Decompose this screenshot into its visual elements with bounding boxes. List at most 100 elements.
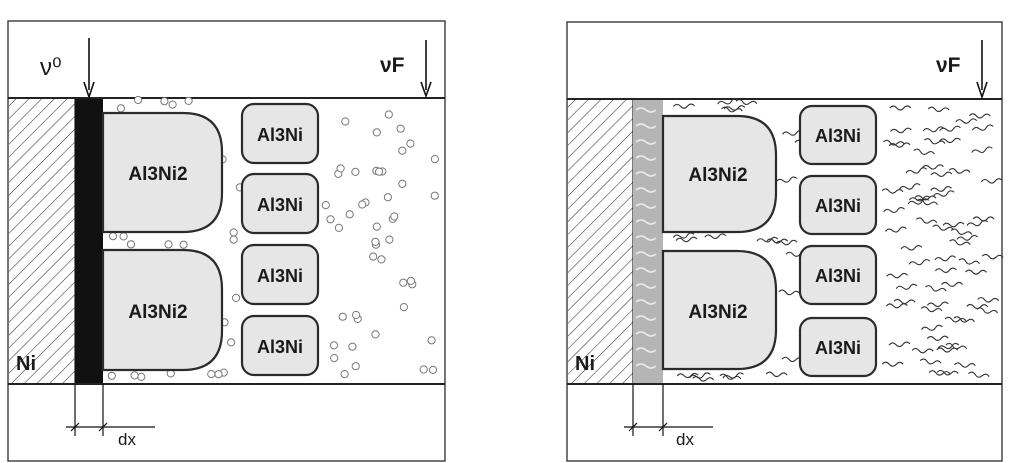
liquid-squiggle [936, 369, 959, 376]
panel-left-substrate-label: Ni [16, 353, 36, 375]
panel-right: Ni Al3Ni2 Al3Ni2 Al3Ni Al3Ni Al3Ni Al3Ni… [566, 21, 1004, 462]
panel-right-al3ni-4-label: Al3Ni [815, 338, 861, 358]
liquid-squiggle [922, 164, 944, 170]
liquid-squiggle [721, 106, 743, 113]
liquid-squiggle [888, 341, 911, 348]
liquid-particle [340, 370, 349, 379]
interface-wave [635, 251, 657, 257]
liquid-squiggle [930, 171, 953, 178]
liquid-squiggle [981, 253, 1004, 260]
liquid-particle [184, 96, 193, 106]
liquid-particle [430, 191, 439, 200]
interface-wave [635, 299, 657, 305]
liquid-particle [358, 200, 367, 209]
liquid-squiggle [756, 236, 779, 243]
liquid-squiggle [704, 233, 727, 240]
liquid-squiggle [888, 142, 911, 148]
panel-left-al3ni2-top-label: Al3Ni2 [128, 164, 187, 185]
panel-left-al3ni2-bottom-label: Al3Ni2 [128, 302, 187, 323]
panel-right-al3ni2-top-label: Al3Ni2 [688, 165, 747, 186]
liquid-particle [369, 252, 378, 261]
liquid-particle [399, 303, 408, 312]
liquid-particle [390, 212, 399, 221]
liquid-squiggle [775, 176, 798, 183]
liquid-squiggle [923, 138, 946, 145]
panel-right-al3ni-1-label: Al3Ni [815, 126, 861, 146]
liquid-squiggle [949, 239, 971, 246]
liquid-particle [348, 342, 357, 351]
liquid-squiggle [908, 195, 931, 202]
panel-right-front-label: νF [936, 54, 961, 77]
liquid-squiggle [735, 99, 758, 105]
panel-left-al3ni-4-label: Al3Ni [257, 337, 303, 357]
liquid-squiggle [934, 255, 957, 262]
liquid-squiggle [926, 301, 949, 308]
liquid-squiggle [933, 190, 955, 197]
interface-wave [635, 171, 657, 177]
panel-right-al3ni2-bottom-label: Al3Ni2 [688, 302, 747, 323]
liquid-squiggle [775, 239, 798, 246]
panel-right-al3ni-3 [798, 244, 878, 306]
panel-left-al3ni-2 [240, 172, 320, 235]
liquid-particle [399, 278, 408, 287]
panel-left-al3ni-3-label: Al3Ni [257, 266, 303, 286]
interface-wave [635, 107, 657, 113]
liquid-squiggle [972, 124, 994, 131]
liquid-particle [351, 167, 360, 176]
liquid-squiggle [885, 226, 907, 233]
panel-left-boundary-label: ν⁰ [40, 54, 62, 81]
panel-left-dx-dimension [66, 384, 155, 436]
liquid-squiggle [977, 297, 1000, 303]
panel-left-al3ni2-top [101, 111, 224, 234]
liquid-squiggle [925, 285, 947, 292]
liquid-squiggle [922, 126, 945, 133]
interface-wave [635, 235, 657, 241]
liquid-squiggle [883, 207, 905, 214]
liquid-squiggle [895, 283, 918, 290]
liquid-squiggle [692, 375, 715, 382]
liquid-squiggle [948, 167, 971, 174]
liquid-squiggle [911, 347, 934, 354]
liquid-squiggle [955, 118, 978, 124]
panel-left-al3ni-1 [240, 102, 320, 165]
interface-wave [635, 219, 657, 225]
liquid-squiggle [915, 217, 938, 224]
liquid-squiggle [766, 238, 789, 244]
liquid-particle [430, 155, 439, 164]
liquid-particle [164, 240, 173, 249]
liquid-squiggle [939, 125, 961, 132]
liquid-squiggle [966, 303, 989, 310]
interface-wave [635, 123, 657, 129]
liquid-squiggle [920, 306, 943, 313]
liquid-particle [137, 372, 146, 381]
liquid-particle [179, 240, 188, 249]
liquid-squiggle [954, 362, 976, 368]
liquid-squiggle [893, 298, 916, 305]
liquid-particle [130, 371, 139, 380]
liquid-particle [119, 232, 128, 241]
liquid-particle [330, 354, 339, 363]
liquid-squiggle [939, 137, 961, 144]
liquid-squiggle [881, 188, 904, 194]
liquid-squiggle [976, 307, 998, 314]
liquid-squiggle [937, 342, 960, 350]
liquid-particle [398, 179, 407, 188]
liquid-particle [406, 139, 415, 148]
liquid-squiggle [722, 372, 744, 379]
panel-right-liquid-squiggles [672, 97, 1004, 382]
liquid-squiggle [927, 106, 950, 113]
panel-right-dx-label: dx [676, 430, 694, 449]
interface-wave [635, 139, 657, 145]
liquid-particle [214, 370, 223, 379]
liquid-squiggle [966, 219, 989, 227]
interface-wave [635, 347, 657, 353]
liquid-particle [372, 128, 381, 137]
panel-right-frame [566, 21, 1003, 462]
panel-left-front-label: νF [380, 54, 405, 77]
liquid-particle [371, 237, 380, 246]
liquid-squiggle [900, 245, 923, 251]
liquid-squiggle [899, 183, 921, 190]
liquid-squiggle [944, 316, 967, 323]
liquid-squiggle [945, 342, 968, 350]
